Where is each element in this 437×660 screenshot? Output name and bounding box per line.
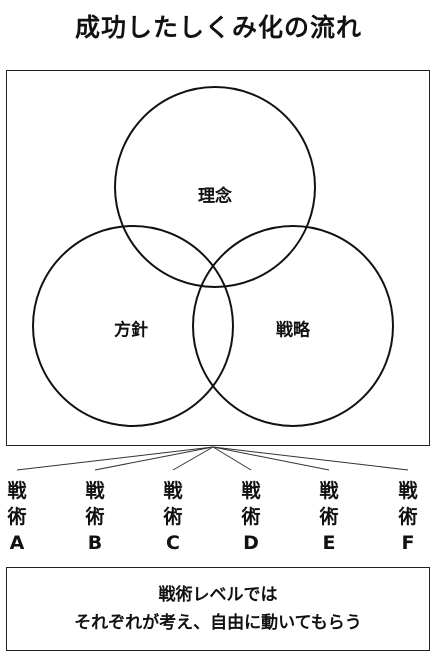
connector-line-e [212,446,330,471]
tactic-d-char2: 術 [241,506,261,528]
tactic-f-char2: 術 [398,506,418,528]
tactic-b-letter: B [87,532,103,554]
circle-rinen [114,86,316,288]
tactic-f-char1: 戦 [398,480,418,502]
venn-frame [6,70,430,446]
tactic-b-char2: 術 [85,506,105,528]
tactic-e-char1: 戦 [319,480,339,502]
tactic-b-char1: 戦 [85,480,105,502]
tactic-f-letter: F [401,532,415,554]
tactic-a: 戦 術 A [2,478,32,556]
connector-line-a [16,446,214,471]
connector-lines [16,446,409,471]
circle-houshin [32,225,234,427]
connector-line-d [212,446,252,471]
circle-senryaku [192,225,394,427]
tactic-e-letter: E [322,532,336,554]
tactic-d: 戦 術 D [236,478,266,556]
tactic-b: 戦 術 B [80,478,110,556]
note-line-1: 戦術レベルでは [158,585,278,605]
note-box: 戦術レベルでは それぞれが考え、自由に動いてもらう [6,567,430,651]
tactic-c-char2: 術 [163,506,183,528]
tactic-c-char1: 戦 [163,480,183,502]
tactic-a-letter: A [9,532,25,554]
diagram-title: 成功したしくみ化の流れ [74,13,362,42]
label-houshin: 方針 [114,320,148,341]
tactic-a-char1: 戦 [7,480,27,502]
tactic-e-char2: 術 [319,506,339,528]
tactic-d-letter: D [243,532,259,554]
note-line-2: それぞれが考え、自由に動いてもらう [74,613,362,633]
label-senryaku: 戦略 [276,320,310,341]
connector-line-f [212,446,409,471]
connector-line-c [172,446,214,471]
tactic-d-char1: 戦 [241,480,261,502]
tactic-e: 戦 術 E [314,478,344,556]
connector-line-b [94,446,214,471]
label-rinen: 理念 [198,186,232,207]
tactic-f: 戦 術 F [393,478,423,556]
tactic-c: 戦 術 C [158,478,188,556]
tactic-c-letter: C [166,532,180,554]
tactic-a-char2: 術 [7,506,27,528]
